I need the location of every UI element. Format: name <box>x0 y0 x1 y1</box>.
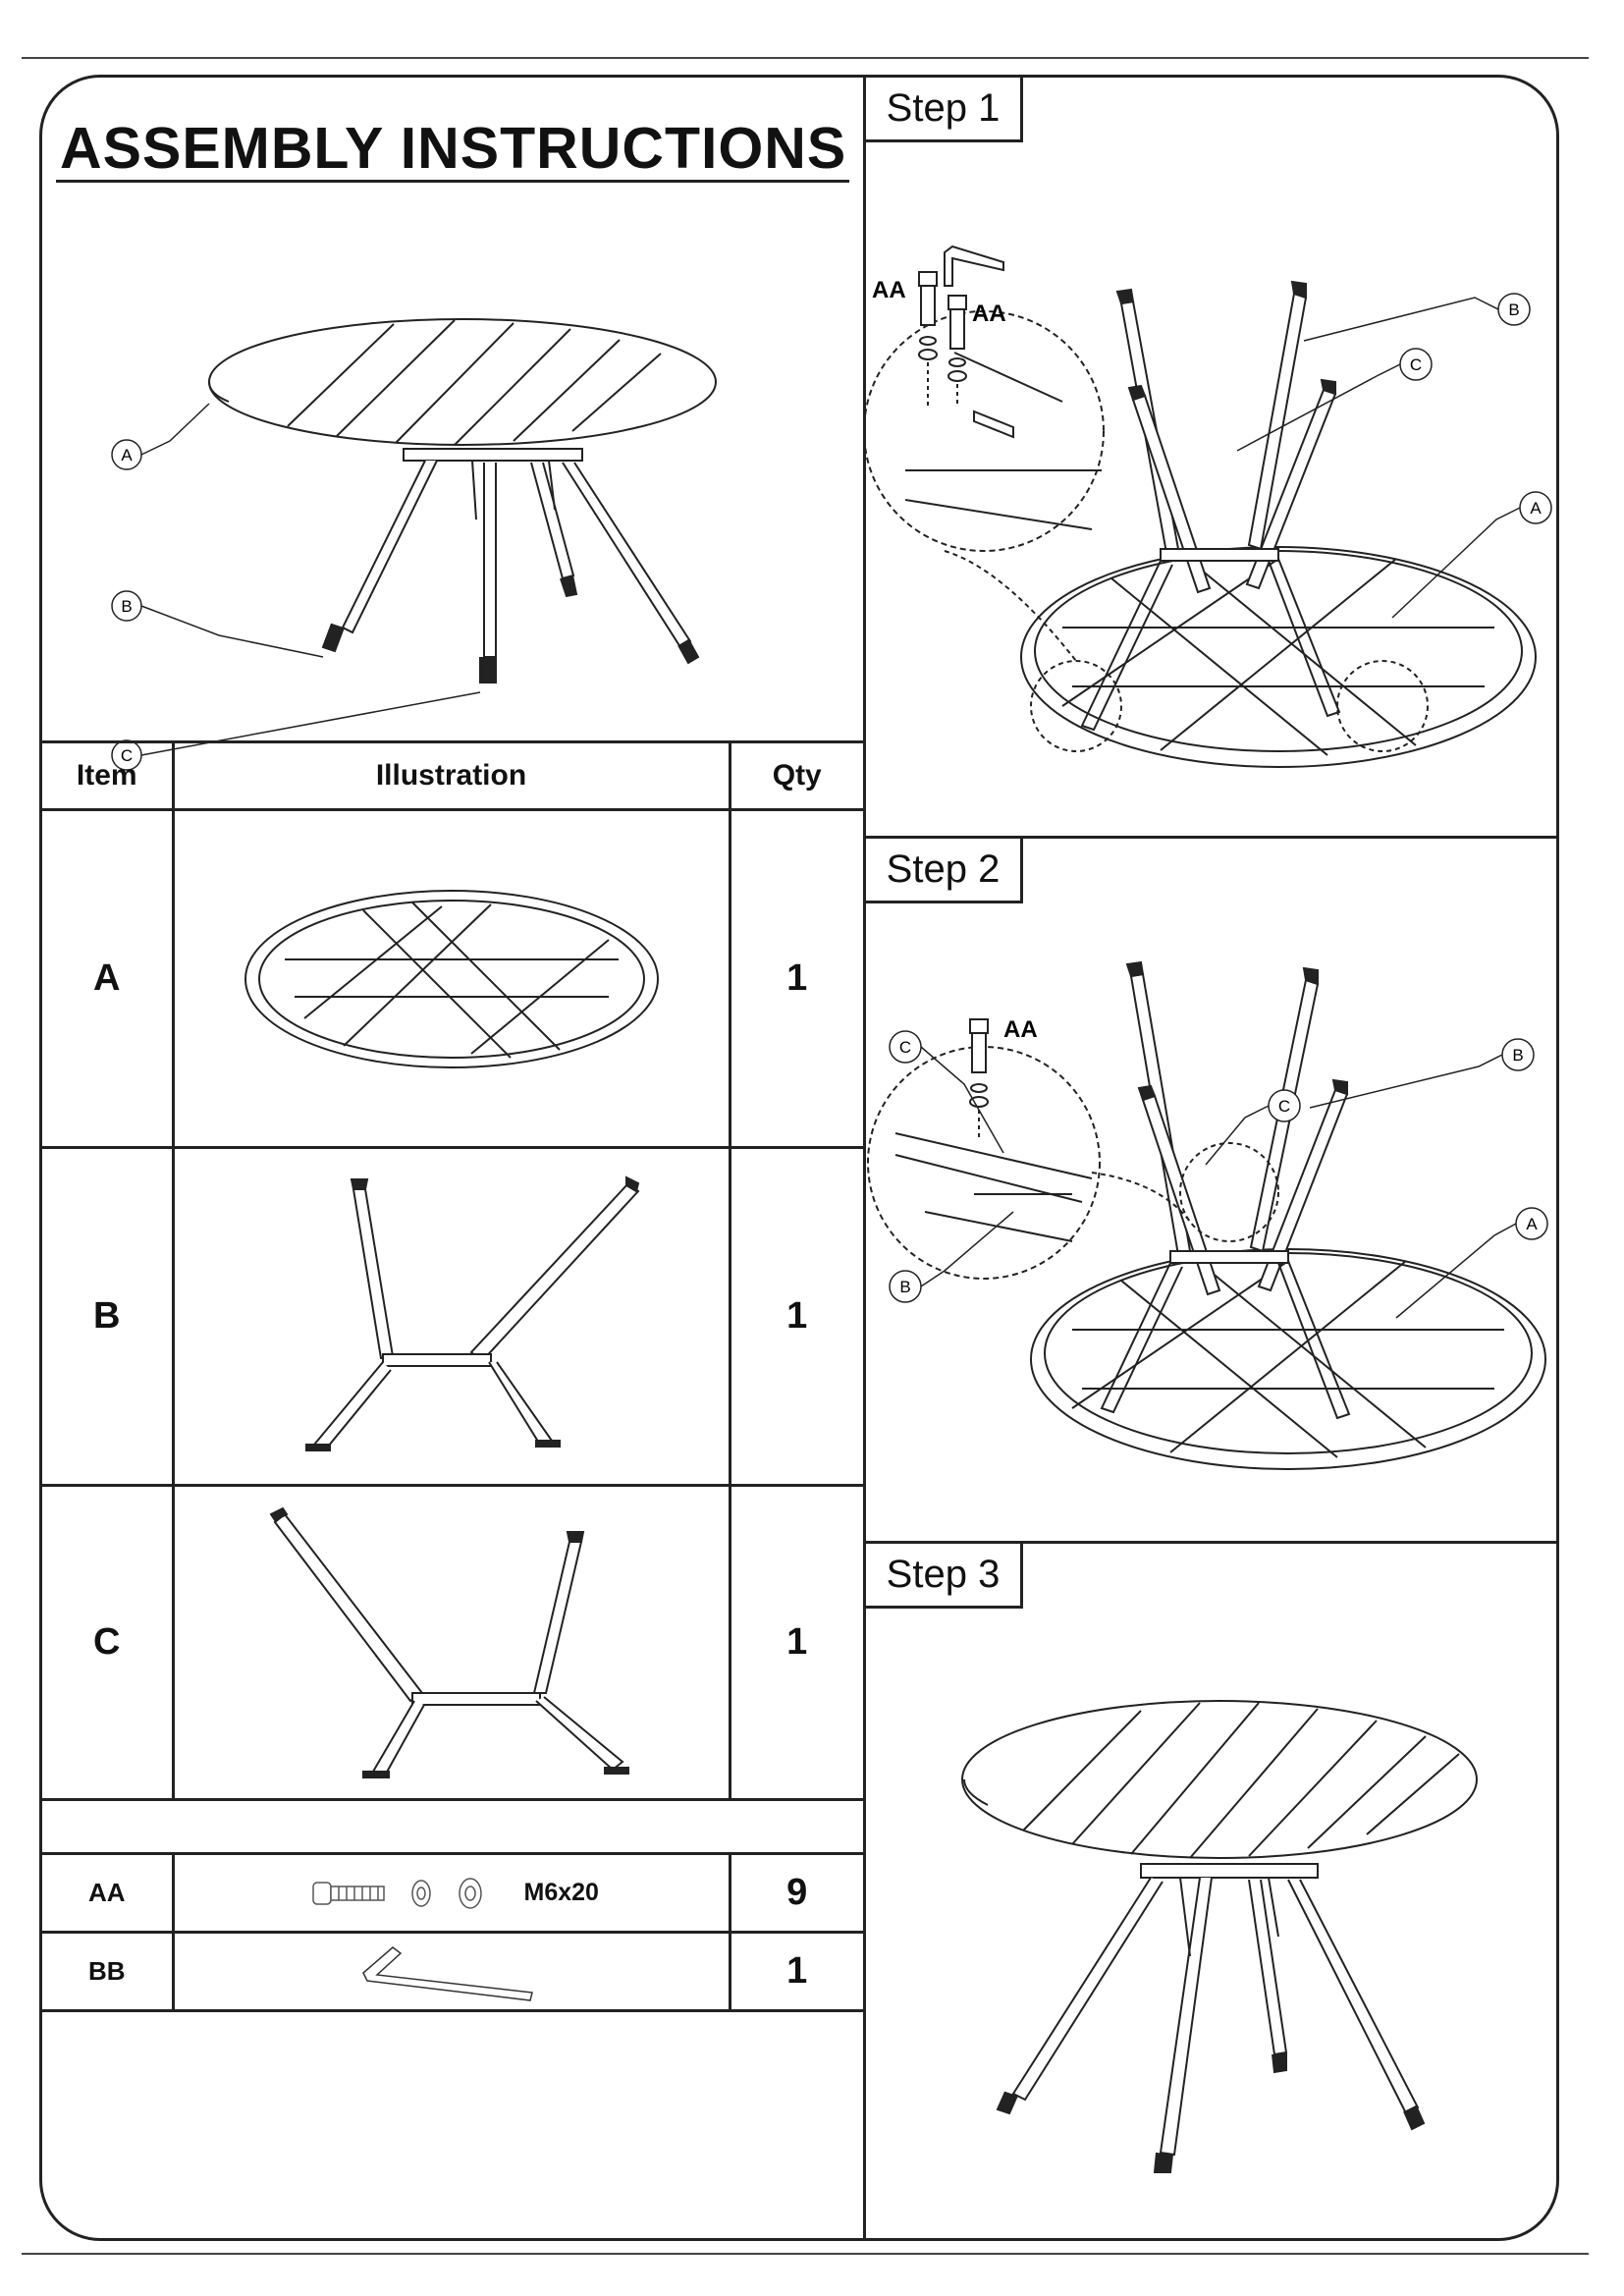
table-row: BB 1 <box>42 1931 863 2012</box>
step-1-callout-aa-left: AA <box>872 277 906 303</box>
step-1-callout-c: C <box>1410 355 1422 374</box>
illustration-cell: M6x20 <box>171 1852 731 1934</box>
step-2-callout-b: B <box>1512 1046 1523 1065</box>
bolt-washer-set-illustration <box>312 1877 482 1909</box>
step-1-panel: Step 1 <box>866 78 1556 836</box>
illustration-cell <box>171 1931 731 2012</box>
step-2-callout-c: C <box>1278 1097 1290 1116</box>
parts-list-table: Item Illustration Qty A <box>42 740 863 2012</box>
illustration-cell <box>171 1146 731 1487</box>
step-1-callout-a: A <box>1530 499 1542 518</box>
step-3-panel: Step 3 <box>866 1544 1556 2238</box>
header-qty: Qty <box>728 740 863 811</box>
illustration-cell <box>171 808 731 1149</box>
item-qty: 1 <box>728 808 863 1149</box>
illustration-cell <box>171 1484 731 1801</box>
header-item: Item <box>42 740 175 811</box>
item-qty: 1 <box>728 1484 863 1801</box>
step-2-callout-c-detail: C <box>899 1038 911 1057</box>
allen-key-illustration <box>361 1945 533 2001</box>
header-illustration: Illustration <box>171 740 731 811</box>
item-code: BB <box>42 1931 175 2012</box>
step-divider <box>866 1541 1556 1544</box>
item-code: B <box>42 1146 175 1487</box>
table-row: A 1 <box>42 808 863 1149</box>
step-2-label: Step 2 <box>866 839 1023 903</box>
step-2-panel: Step 2 <box>866 839 1556 1541</box>
leg-pair-c-illustration <box>269 1506 629 1778</box>
step-2-callout-a: A <box>1526 1215 1538 1233</box>
tabletop-part-illustration <box>244 889 659 1068</box>
item-qty: 1 <box>728 1146 863 1487</box>
page-title: ASSEMBLY INSTRUCTIONS <box>60 116 847 181</box>
table-row: AA <box>42 1852 863 1934</box>
table-row: B 1 <box>42 1146 863 1487</box>
item-qty: 1 <box>728 1931 863 2012</box>
item-qty: 9 <box>728 1852 863 1934</box>
step-1-callout-b: B <box>1508 301 1519 319</box>
bolt-size-spec: M6x20 <box>523 1879 599 1906</box>
step-1-label: Step 1 <box>866 78 1023 142</box>
leg-pair-b-illustration <box>304 1175 639 1451</box>
step-divider <box>866 836 1556 839</box>
instruction-sheet: ASSEMBLY INSTRUCTIONS <box>39 75 1559 2241</box>
table-spacer-row <box>42 1798 863 1855</box>
step-1-callout-aa-right: AA <box>972 301 1006 327</box>
assembled-table-illustration: A B C <box>111 318 717 771</box>
bottom-rule <box>22 2253 1589 2255</box>
item-code: C <box>42 1484 175 1801</box>
hero-callout-b: B <box>121 597 132 616</box>
step-2-illustration: AA A B B C C <box>867 960 1548 1470</box>
table-row: C 1 <box>42 1484 863 1801</box>
step-1-illustration: AA AA A B C <box>866 245 1552 768</box>
table-header-row: Item Illustration Qty <box>42 740 863 811</box>
top-rule <box>22 57 1589 59</box>
column-divider <box>863 78 866 2238</box>
hero-callout-a: A <box>121 446 133 465</box>
item-code: AA <box>42 1852 175 1934</box>
step-3-assembled-illustration <box>961 1700 1478 2173</box>
title-underline <box>56 180 849 183</box>
step-2-callout-b-detail: B <box>899 1278 910 1296</box>
step-2-callout-aa: AA <box>1003 1016 1038 1043</box>
item-code: A <box>42 808 175 1149</box>
step-3-label: Step 3 <box>866 1544 1023 1609</box>
